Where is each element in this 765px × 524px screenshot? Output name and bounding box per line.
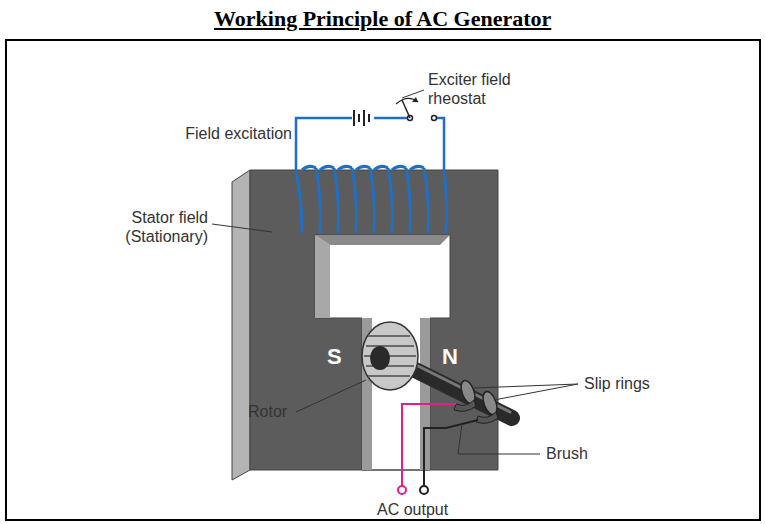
excitation-wire (296, 118, 444, 172)
window-face (315, 235, 330, 318)
output-label: AC output (377, 500, 448, 519)
pole-label: S (327, 345, 342, 369)
pole-label: N (442, 345, 458, 369)
field-coil (296, 166, 447, 233)
battery-symbol (354, 110, 369, 126)
magnet-side (232, 170, 250, 480)
output-terminal (420, 486, 428, 494)
window-face (315, 235, 450, 245)
frame-border (6, 40, 760, 520)
part-label: Field excitation (180, 124, 292, 143)
part-label: Stator field (Stationary) (108, 208, 208, 246)
part-label: Brush (546, 444, 588, 463)
part-label: Exciter field rheostat (428, 70, 538, 108)
output-terminal (398, 486, 406, 494)
leader-line (212, 90, 578, 454)
output-wire (424, 420, 478, 486)
rotor-winding (362, 322, 418, 390)
part-label: Rotor (248, 402, 287, 421)
diagram-title: Working Principle of AC Generator (214, 6, 551, 32)
output-wire (402, 404, 456, 486)
part-label: Slip rings (584, 374, 650, 393)
